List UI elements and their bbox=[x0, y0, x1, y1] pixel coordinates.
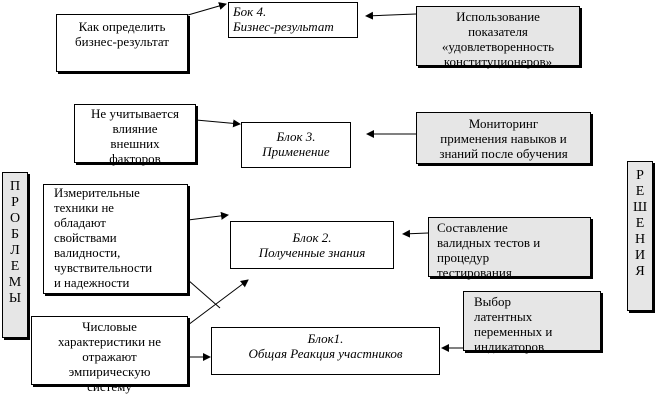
arrow-problem3-block1 bbox=[187, 279, 221, 309]
block-4-subtitle: Бизнес-результат bbox=[233, 19, 334, 34]
block-4-title: Бок 4. bbox=[233, 4, 267, 19]
arrow-problem4-block2 bbox=[187, 279, 249, 326]
solution-latent-variables: Выбор латентных переменных и индикаторов bbox=[463, 291, 601, 354]
arrow-solution1-block4 bbox=[365, 11, 417, 20]
solution-satisfaction-indicator: Использование показателя «удовлетворенно… bbox=[416, 6, 580, 69]
block-2-subtitle: Полученные знания bbox=[258, 245, 366, 260]
block-4-business-result: Бок 4. Бизнес-результат bbox=[228, 2, 358, 38]
block-1-subtitle: Общая Реакция участников bbox=[248, 346, 403, 361]
problem-measurement-techniques: Измерительные техники не обладают свойст… bbox=[43, 184, 188, 294]
block-3-subtitle: Применение bbox=[262, 144, 330, 159]
problems-label: П Р О Б Л Е М Ы bbox=[2, 172, 28, 338]
block-1-general-reaction: Блок1. Общая Реакция участников bbox=[211, 327, 440, 375]
arrow-problem1-block4 bbox=[187, 2, 227, 16]
problem-external-factors: Не учитывается влияние внешних факторов bbox=[74, 104, 196, 166]
block-1-title: Блок1. bbox=[307, 331, 344, 346]
problem-business-result: Как определить бизнес-результат bbox=[56, 14, 188, 72]
block-2-acquired-knowledge: Блок 2. Полученные знания bbox=[230, 221, 394, 269]
solution-skills-monitoring: Мониторинг применения навыков и знаний п… bbox=[416, 112, 591, 164]
arrow-problem3-block2 bbox=[187, 211, 229, 221]
block-3-application: Блок 3. Применение bbox=[241, 122, 351, 168]
solution-valid-tests: Составление валидных тестов и процедур т… bbox=[428, 217, 591, 280]
arrow-solution3-block2 bbox=[402, 229, 429, 238]
problem-numeric-characteristics: Числовые характеристики не отражают эмпи… bbox=[31, 316, 188, 394]
solutions-label: Р Е Ш Е Н И Я bbox=[627, 161, 653, 311]
arrow-problem2-block3 bbox=[195, 119, 241, 128]
block-3-title: Блок 3. bbox=[276, 129, 316, 144]
block-2-title: Блок 2. bbox=[292, 230, 332, 245]
